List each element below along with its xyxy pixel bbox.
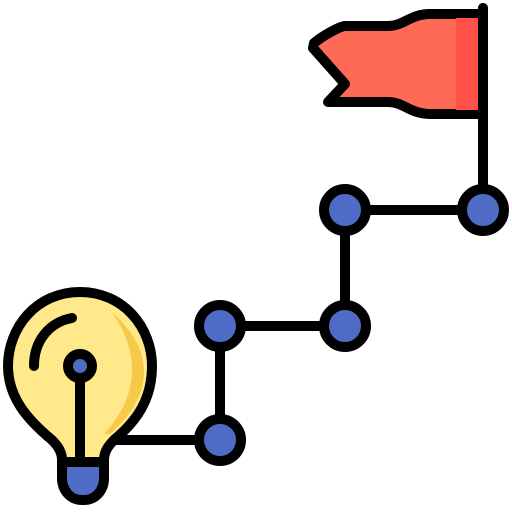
goal-flag-icon [308,3,488,215]
flag-shade [456,18,478,110]
route-node-3 [319,300,371,352]
route-node-1 [194,414,246,466]
bulb-base [57,457,109,505]
idea-bulb-icon [3,287,157,505]
route-node-4 [319,184,371,236]
route-node-5 [457,184,509,236]
flag-cloth [308,9,485,119]
route-nodes [194,184,509,466]
bulb-highlight [29,313,77,371]
bulb-shade [104,312,144,434]
route-node-2 [194,300,246,352]
